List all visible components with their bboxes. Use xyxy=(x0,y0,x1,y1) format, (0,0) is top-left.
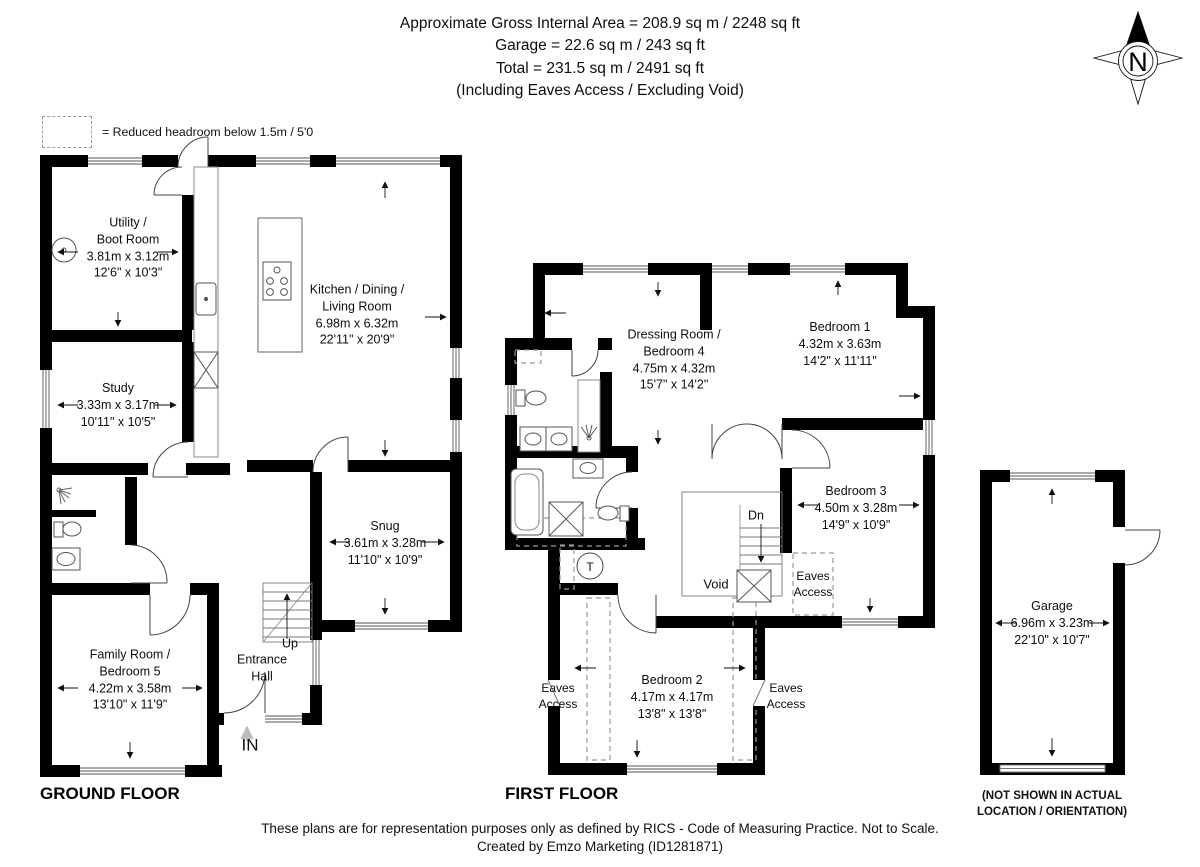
eaves-notch xyxy=(547,679,561,707)
garage-dimension-arrows xyxy=(995,488,1110,757)
gf-dimension-arrows xyxy=(57,181,447,759)
window xyxy=(450,420,462,452)
ground-floor-title: GROUND FLOOR xyxy=(40,784,180,803)
window xyxy=(450,348,462,378)
window xyxy=(505,385,517,415)
total-area-line: Total = 231.5 sq m / 2491 sq ft xyxy=(495,59,705,77)
gf-windows xyxy=(40,155,462,777)
eaves-dashed-box xyxy=(559,544,575,590)
reduced-headroom-strip xyxy=(586,597,611,761)
compass-letter: N xyxy=(1128,47,1148,77)
tank-label: T xyxy=(586,559,594,574)
gf-stairs-up xyxy=(262,582,313,643)
basin-icon xyxy=(572,458,604,479)
eaves-notch xyxy=(752,679,766,707)
window xyxy=(923,420,935,455)
window xyxy=(842,616,898,628)
shower-tray-icon xyxy=(548,501,584,537)
shower-icon xyxy=(577,379,601,453)
twin-sinks-icon xyxy=(519,426,573,452)
first-floor-plan xyxy=(505,263,935,775)
area-note-line: (Including Eaves Access / Excluding Void… xyxy=(456,82,744,100)
window xyxy=(790,263,845,275)
compass-icon: N xyxy=(1092,10,1184,106)
tank-circle-icon xyxy=(576,552,604,580)
window xyxy=(80,765,185,777)
gf-fixtures xyxy=(51,166,303,571)
hob-icon xyxy=(262,261,292,301)
gf-door-gaps xyxy=(178,155,208,167)
garage-window xyxy=(1010,470,1095,482)
first-floor-title: FIRST FLOOR xyxy=(505,784,619,803)
gross-area-line: Approximate Gross Internal Area = 208.9 … xyxy=(399,15,801,32)
window xyxy=(583,263,648,275)
bath-icon xyxy=(510,468,544,536)
ground-floor-plan xyxy=(40,136,462,777)
window xyxy=(40,370,52,428)
window xyxy=(355,620,428,632)
washing-machine-icon xyxy=(51,237,77,263)
basin-icon xyxy=(51,547,81,571)
legend-text: = Reduced headroom below 1.5m / 5'0 xyxy=(102,125,314,139)
garage-side-door xyxy=(1124,529,1161,566)
window xyxy=(627,763,717,775)
rics-disclaimer-line: These plans are for representation purpo… xyxy=(261,821,939,836)
kitchen-sink-icon xyxy=(195,282,217,316)
window xyxy=(256,155,310,167)
toilet-icon xyxy=(515,389,547,407)
garage-area-line: Garage = 22.6 sq m / 243 sq ft xyxy=(495,37,705,55)
disclaimer: These plans are for representation purpo… xyxy=(0,820,1200,856)
toilet-icon xyxy=(597,505,630,522)
entrance-in-label: IN xyxy=(241,735,259,755)
eaves-access-box xyxy=(792,552,834,616)
window xyxy=(265,713,302,725)
stairs-up-label: Up xyxy=(282,636,298,651)
eaves-dashed-box xyxy=(514,349,542,364)
ff-fixtures xyxy=(510,379,766,707)
area-summary: Approximate Gross Internal Area = 208.9 … xyxy=(0,13,1200,103)
window xyxy=(88,155,142,167)
garage-plan xyxy=(980,470,1161,775)
garage-door-opening xyxy=(999,764,1106,773)
room-label-kitchen: Kitchen / Dining /Living Room 6.98m x 6.… xyxy=(309,282,405,347)
window xyxy=(336,155,440,167)
void-box-icon xyxy=(736,569,772,603)
shower-head-icon xyxy=(56,487,73,505)
dashed-legend-box xyxy=(42,116,92,148)
window xyxy=(310,640,322,685)
toilet-icon xyxy=(53,521,82,538)
gf-doors xyxy=(130,136,349,714)
reduced-headroom-legend: = Reduced headroom below 1.5m / 5'0 xyxy=(42,116,313,148)
ff-windows xyxy=(505,263,935,775)
ff-stairs-down xyxy=(681,491,783,597)
ff-doors xyxy=(571,349,831,634)
kitchen-unit-icon xyxy=(193,351,219,389)
stairs-down-label: Dn xyxy=(748,508,764,523)
credit-line: Created by Emzo Marketing (ID1281871) xyxy=(476,839,724,855)
void-label: Void xyxy=(703,576,729,592)
ff-dimension-arrows xyxy=(544,280,921,758)
window xyxy=(712,263,748,275)
